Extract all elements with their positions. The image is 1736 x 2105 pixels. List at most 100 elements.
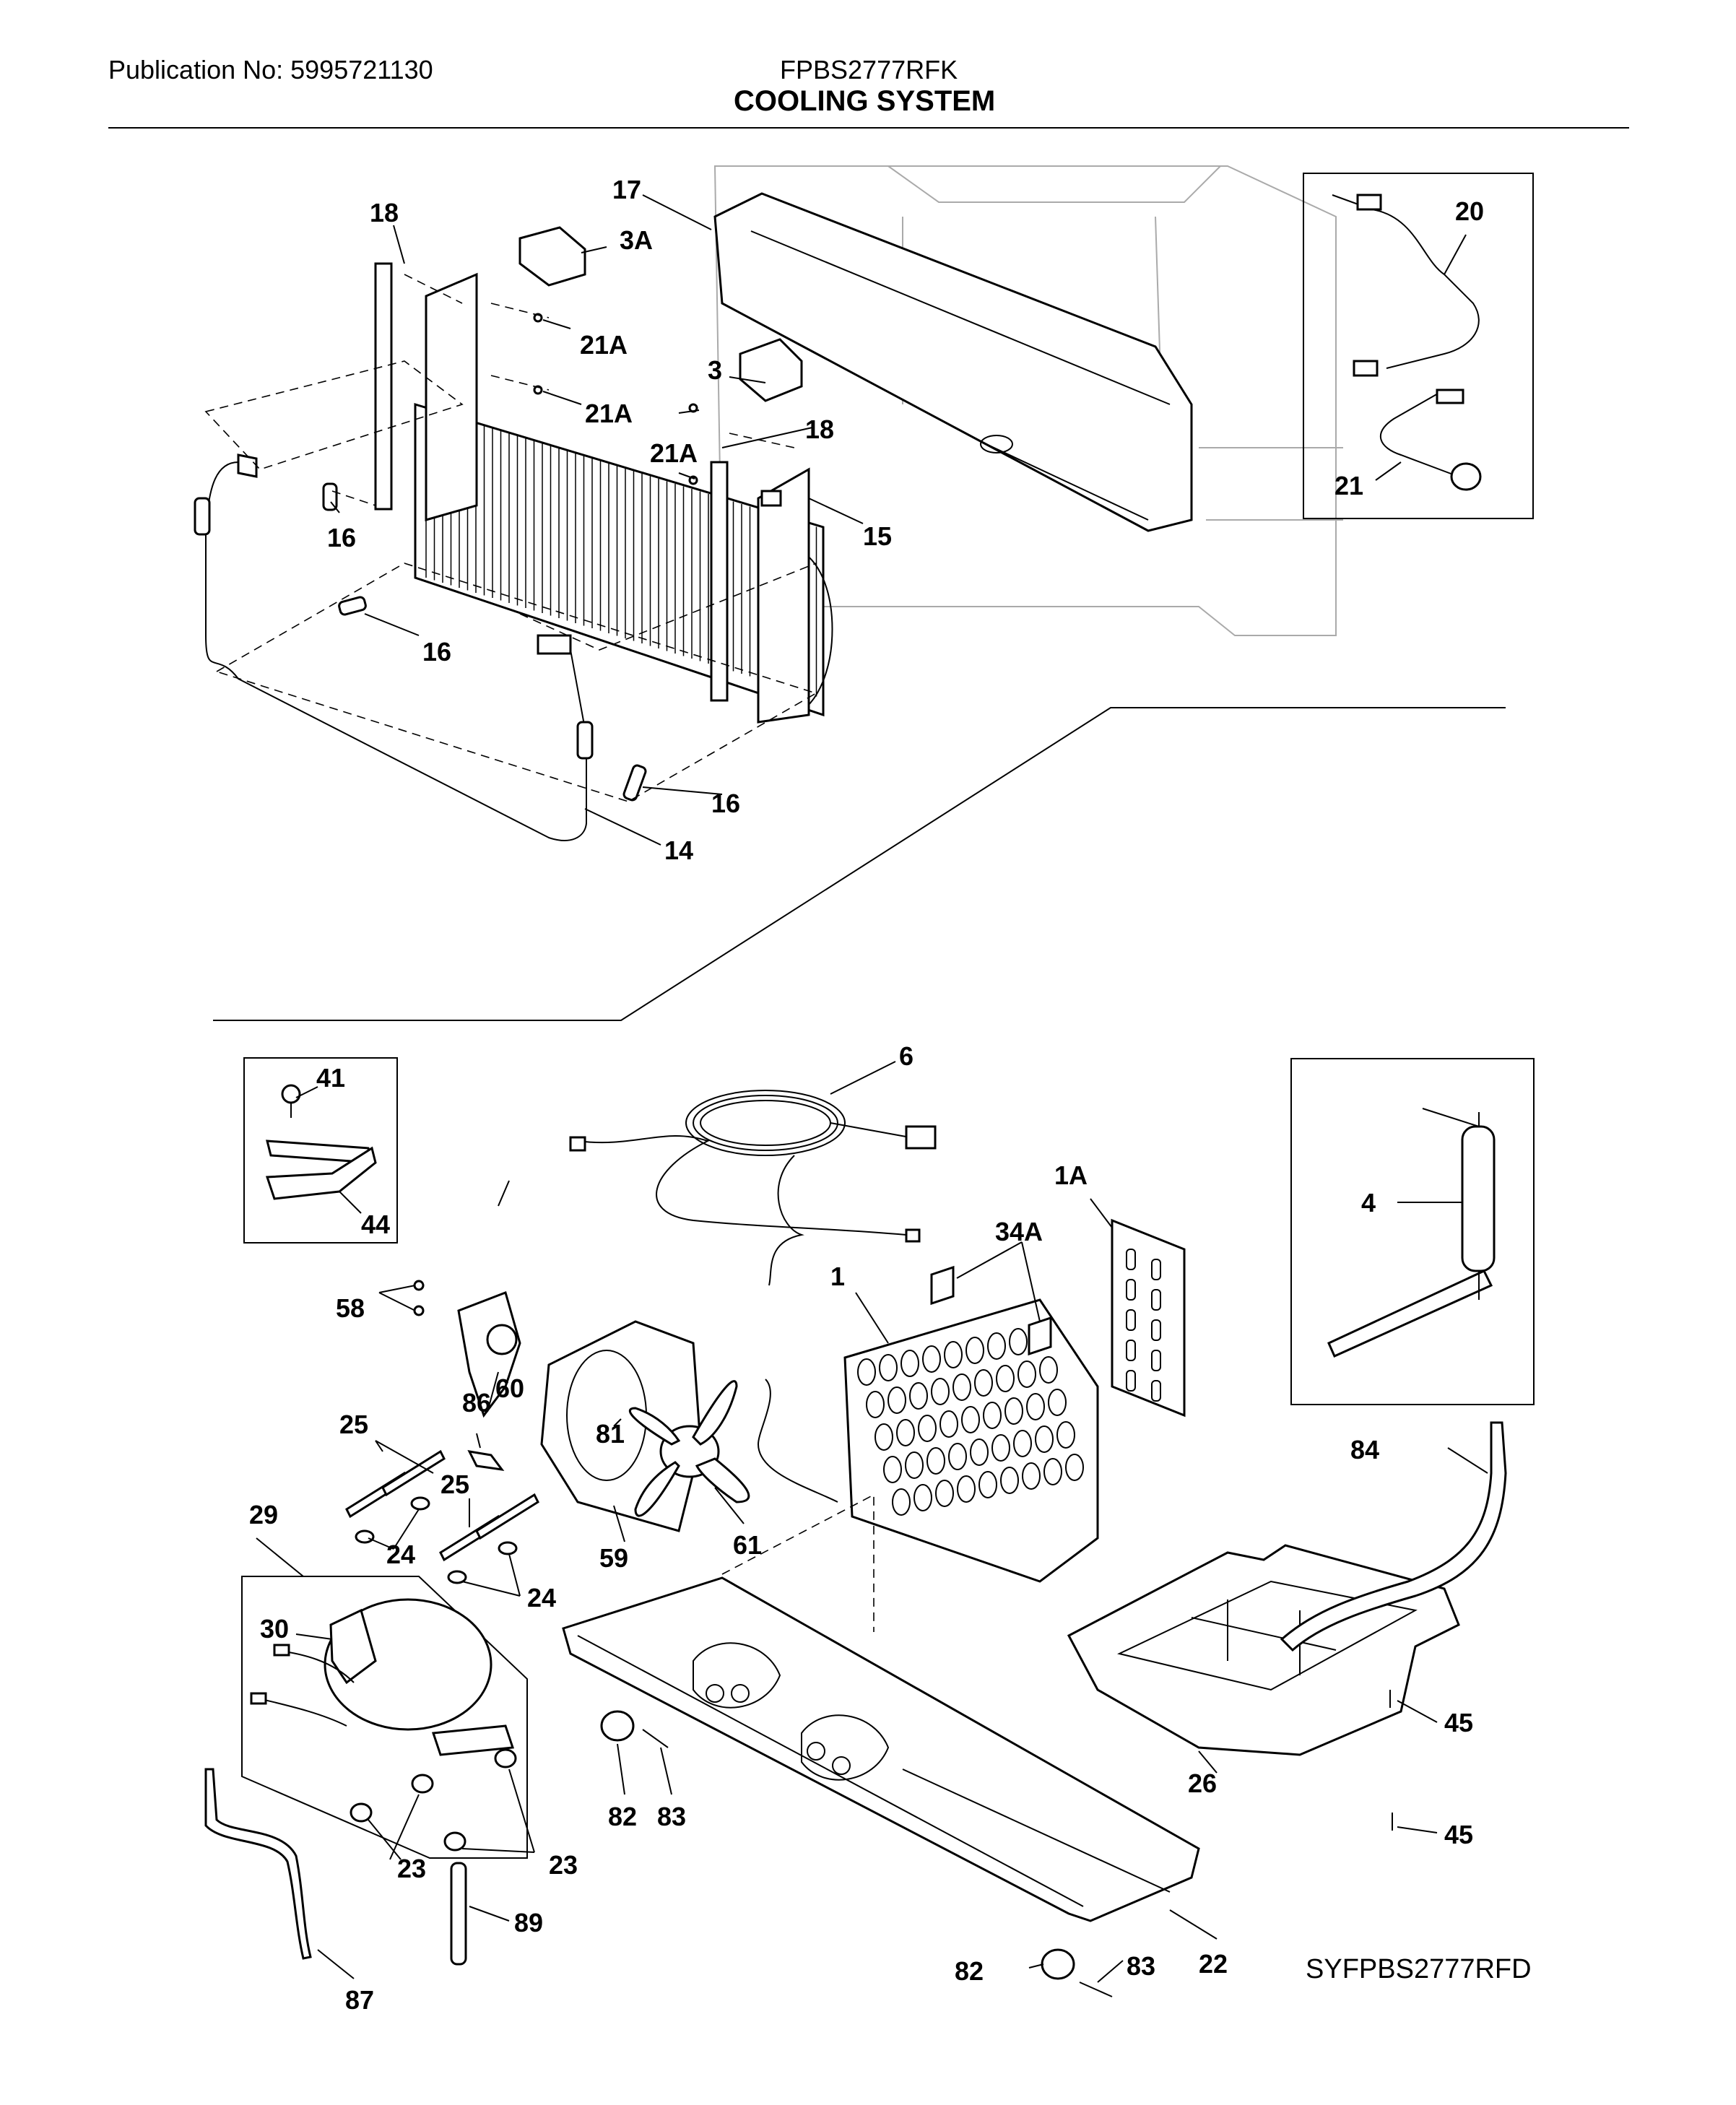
condenser-coil-loop xyxy=(970,1438,989,1466)
publication-number: Publication No: 5995721130 xyxy=(108,55,433,84)
part-label-20: 20 xyxy=(1455,196,1484,226)
part-label-18: 18 xyxy=(370,198,399,227)
section-title: COOLING SYSTEM xyxy=(734,85,996,117)
brackets-and-washers: 25 25 24 24 xyxy=(339,1410,556,1613)
part-label-16: 16 xyxy=(422,637,451,667)
condenser-coil-loop xyxy=(857,1358,876,1386)
mount-slot xyxy=(1126,1279,1136,1301)
part-label-21a: 21A xyxy=(580,330,628,360)
condenser-coil-loop xyxy=(1022,1462,1041,1490)
condenser-coil-loop xyxy=(879,1354,898,1381)
inset-box-sensors: 20 21 xyxy=(1303,173,1534,519)
inset-box-drier: 4 xyxy=(1290,1058,1535,1405)
part-label-25: 25 xyxy=(440,1470,469,1499)
condenser-coil-loop xyxy=(978,1471,997,1498)
condenser-coil-loop xyxy=(1004,1397,1023,1425)
leader-lines-top xyxy=(330,194,864,846)
part-label-29: 29 xyxy=(249,1500,278,1529)
part-label-17: 17 xyxy=(612,175,641,204)
part-label-45: 45 xyxy=(1444,1708,1473,1737)
inset-box-bracket: 41 44 xyxy=(243,1057,398,1244)
condenser-coil-loop xyxy=(1035,1425,1054,1453)
part-label-61: 61 xyxy=(733,1530,762,1560)
part-label-21: 21 xyxy=(1334,471,1363,500)
condenser-coil-loop xyxy=(961,1406,980,1433)
part-label-3a: 3A xyxy=(620,225,653,255)
condenser-coil-loop xyxy=(896,1419,915,1446)
dashed-assembly-lines-top xyxy=(204,274,817,802)
feet-and-screws: 82 83 82 83 xyxy=(600,1710,1155,1997)
tubing-parts: 87 89 xyxy=(204,1768,543,2015)
part-label-86: 86 xyxy=(462,1388,491,1418)
part-label-34a: 34A xyxy=(995,1217,1043,1246)
part-label-21a: 21A xyxy=(585,399,633,428)
part-label-18: 18 xyxy=(805,415,834,444)
part-label-15: 15 xyxy=(863,521,892,551)
part-label-83: 83 xyxy=(657,1802,686,1831)
condenser-coil-loop xyxy=(1013,1430,1032,1457)
part-label-21a: 21A xyxy=(650,438,698,468)
condenser-coil-loop xyxy=(926,1447,945,1475)
part-label-89: 89 xyxy=(514,1908,543,1937)
condenser-coil-loop xyxy=(874,1423,893,1451)
mount-slot xyxy=(1151,1380,1161,1402)
condenser-coil-loop xyxy=(965,1337,984,1364)
condenser-coil-loop xyxy=(1056,1421,1075,1449)
model-number: FPBS2777RFK xyxy=(780,55,958,84)
power-cord-part-6: 6 xyxy=(569,1041,937,1286)
header-divider xyxy=(108,127,1629,129)
condenser-coil-loop xyxy=(1043,1458,1062,1485)
part-label-83: 83 xyxy=(1127,1951,1155,1981)
mount-slot xyxy=(1151,1319,1161,1341)
part-label-87: 87 xyxy=(345,1985,374,2015)
part-label-45: 45 xyxy=(1444,1820,1473,1849)
condenser-coil-loop xyxy=(909,1382,928,1410)
part-label-82: 82 xyxy=(608,1802,637,1831)
mount-slot xyxy=(1126,1340,1136,1361)
mount-slot xyxy=(1126,1249,1136,1270)
condenser-coil-loop xyxy=(922,1345,941,1373)
mount-slot xyxy=(1126,1370,1136,1392)
part-label-59: 59 xyxy=(599,1543,628,1573)
condenser-coil-loop xyxy=(1065,1454,1084,1481)
mount-slot xyxy=(1126,1309,1136,1331)
part-label-1a: 1A xyxy=(1054,1160,1088,1190)
part-label-44: 44 xyxy=(361,1210,390,1239)
condenser-coil-loop xyxy=(987,1332,1006,1360)
part-label-81: 81 xyxy=(596,1419,625,1449)
condenser-coil-loop xyxy=(1026,1393,1045,1420)
part-label-24: 24 xyxy=(527,1583,556,1613)
condenser-coil-loop xyxy=(892,1488,911,1516)
condenser-coil-loop xyxy=(866,1391,885,1418)
condenser-coil-loop xyxy=(1048,1389,1067,1416)
part-label-30: 30 xyxy=(260,1614,289,1644)
condenser-coil-loop xyxy=(957,1475,976,1503)
condenser-coil-loop xyxy=(1009,1328,1028,1355)
condenser-coil-loop xyxy=(913,1484,932,1511)
part-label-23: 23 xyxy=(397,1854,426,1883)
condenser-coil-loop xyxy=(931,1378,950,1405)
part-label-22: 22 xyxy=(1199,1949,1228,1979)
condenser-coil-loop xyxy=(918,1415,937,1442)
diagram-code: SYFPBS2777RFD xyxy=(1306,1954,1532,1984)
part-label-3: 3 xyxy=(708,355,722,385)
part-label-6: 6 xyxy=(899,1041,913,1071)
condenser-coil-loop xyxy=(1039,1356,1058,1384)
part-label-82: 82 xyxy=(955,1956,984,1986)
part-label-14: 14 xyxy=(664,836,693,865)
condenser-coil-loop xyxy=(1000,1467,1019,1494)
condenser-coil-loop xyxy=(983,1402,1002,1429)
condenser-coil-loop xyxy=(883,1456,902,1483)
small-clips xyxy=(237,226,803,802)
part-label-58: 58 xyxy=(336,1293,365,1323)
condenser-coil-loop xyxy=(1017,1360,1036,1388)
part-label-4: 4 xyxy=(1361,1188,1376,1218)
part-label-26: 26 xyxy=(1188,1768,1217,1798)
condenser-coil-loop xyxy=(948,1443,967,1470)
part-label-84: 84 xyxy=(1350,1435,1379,1464)
part-label-23: 23 xyxy=(549,1850,578,1880)
condenser-coil-loop xyxy=(935,1480,954,1507)
condenser-coil-loop xyxy=(900,1350,919,1377)
condenser-coil-loop xyxy=(996,1365,1015,1392)
part-label-60: 60 xyxy=(495,1373,524,1403)
